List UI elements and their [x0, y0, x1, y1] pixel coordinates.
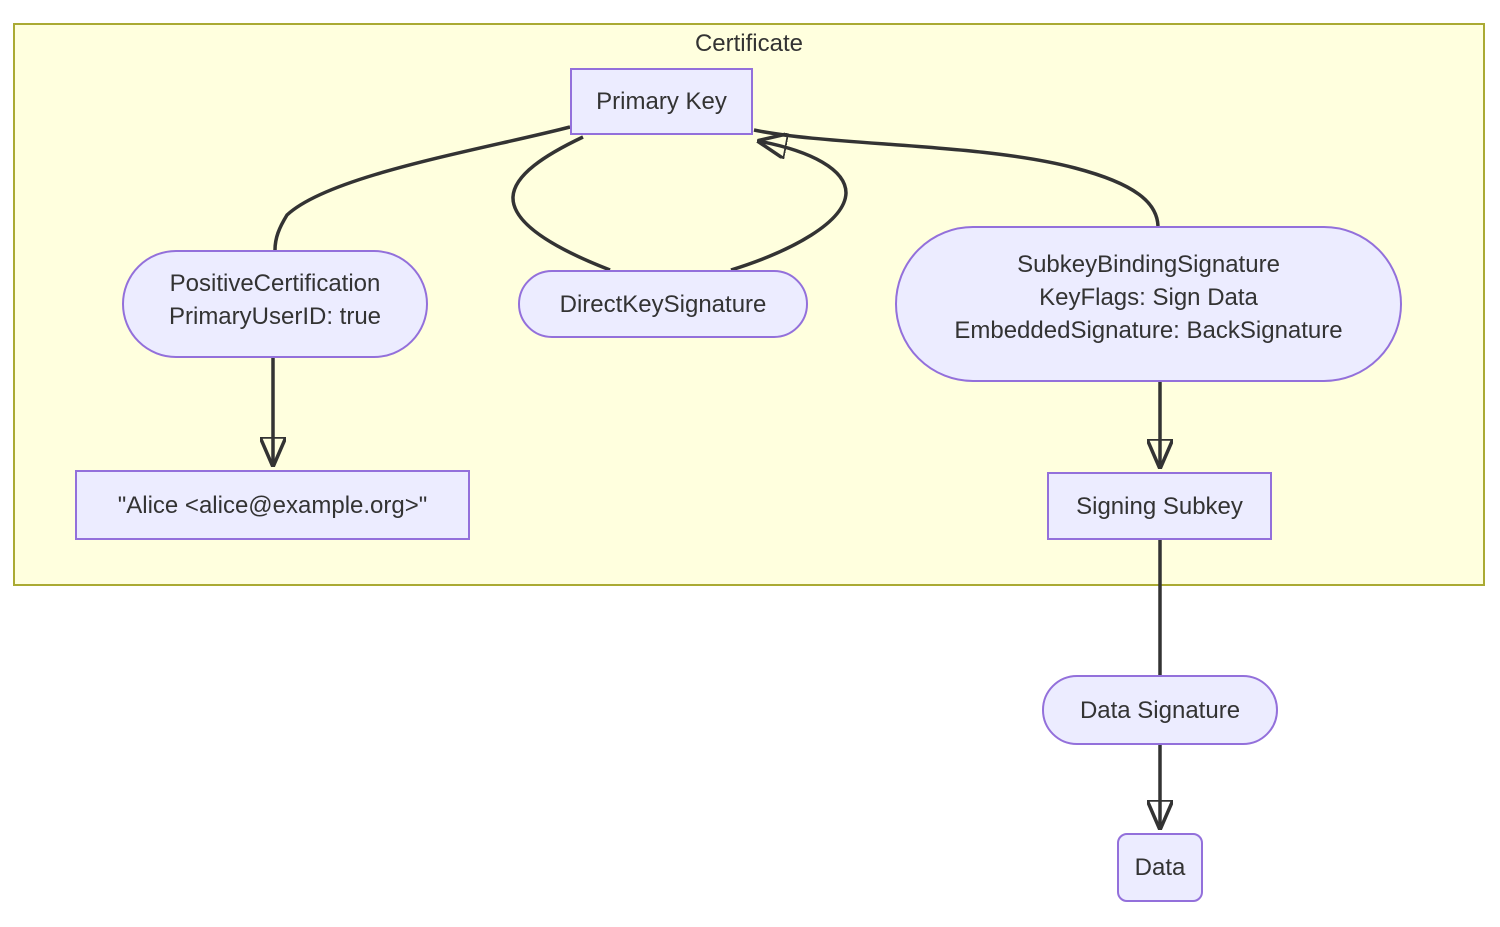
edge-subkeybindingsignature-primarykey [753, 128, 1160, 227]
node-positive-certification-line1: PositiveCertification [169, 270, 381, 297]
certificate-cluster-label: Certificate [694, 30, 804, 57]
node-data-label: Data [1134, 854, 1186, 881]
node-data-signature-label: Data Signature [1079, 696, 1241, 724]
node-direct-key-signature: DirectKeySignature [518, 270, 808, 338]
node-user-id-label: "Alice <alice@example.org>" [117, 491, 428, 519]
node-signing-subkey-label: Signing Subkey [1076, 492, 1243, 520]
node-data: Data [1117, 833, 1203, 902]
node-user-id: "Alice <alice@example.org>" [75, 470, 470, 540]
node-positive-certification-line2: PrimaryUserID: true [168, 303, 382, 330]
node-subkey-binding-signature-line3: EmbeddedSignature: BackSignature [954, 316, 1343, 344]
node-signing-subkey: Signing Subkey [1047, 472, 1272, 540]
edge-directkeysignature-primarykey [730, 141, 848, 272]
edge-primarykey-positivecertification [273, 125, 571, 251]
node-subkey-binding-signature-line1: SubkeyBindingSignature [1017, 250, 1280, 278]
node-positive-certification: PositiveCertification PrimaryUserID: tru… [122, 250, 428, 358]
node-primary-key-label: Primary Key [596, 88, 727, 115]
node-subkey-binding-signature-line2: KeyFlags: Sign Data [1039, 283, 1258, 311]
node-subkey-binding-signature: SubkeyBindingSignature KeyFlags: Sign Da… [895, 226, 1402, 382]
node-data-signature: Data Signature [1042, 675, 1278, 745]
node-direct-key-signature-label: DirectKeySignature [559, 290, 767, 318]
node-primary-key: Primary Key [570, 68, 753, 135]
edge-primarykey-directkeysignature [511, 135, 611, 272]
